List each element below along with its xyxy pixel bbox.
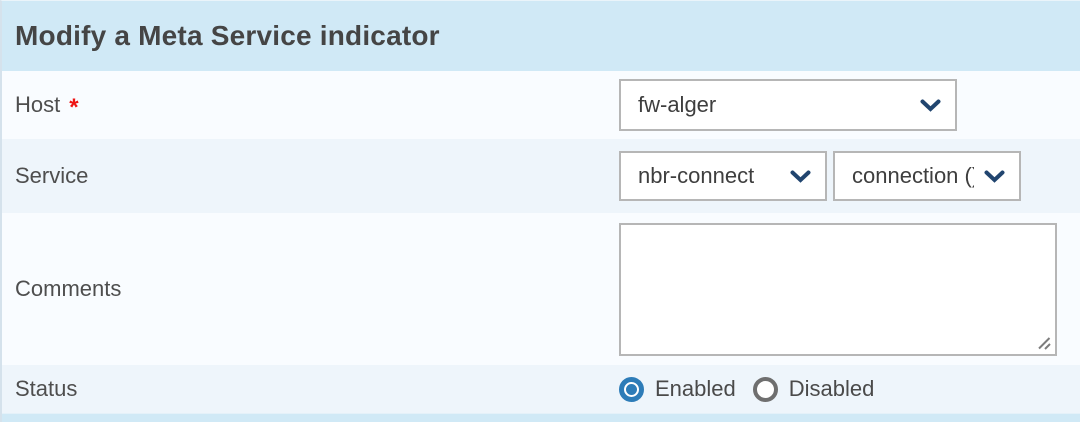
form-header: Modify a Meta Service indicator — [2, 1, 1080, 71]
resize-handle-icon[interactable] — [1036, 335, 1052, 351]
comments-row: Comments — [2, 213, 1080, 365]
comments-control-cell — [619, 222, 1080, 356]
service-indicator-select-value: connection () — [852, 163, 974, 188]
status-radio-disabled-label: Disabled — [788, 376, 875, 401]
radio-dot-icon — [626, 383, 637, 395]
comments-label: Comments — [15, 276, 122, 301]
service-label-cell: Service — [2, 163, 619, 189]
host-label-cell: Host * — [2, 92, 619, 121]
comments-label-cell: Comments — [2, 276, 619, 302]
service-label: Service — [15, 163, 89, 188]
radio-button-icon — [752, 376, 778, 402]
service-indicator-select[interactable]: connection () — [833, 151, 1021, 201]
service-row: Service nbr-connect connection () — [2, 139, 1080, 213]
status-radio-disabled[interactable]: Disabled — [752, 376, 875, 402]
service-control-cell: nbr-connect connection () — [619, 151, 1080, 201]
status-row: Status Enabled Disabled — [2, 365, 1080, 413]
status-label-cell: Status — [2, 376, 619, 402]
host-select[interactable]: fw-alger — [619, 79, 957, 131]
status-radio-group: Enabled Disabled — [619, 376, 874, 402]
next-section-header-bar — [2, 413, 1080, 422]
status-radio-enabled[interactable]: Enabled — [619, 376, 736, 402]
required-asterisk-icon: * — [69, 94, 79, 121]
status-label: Status — [15, 376, 78, 401]
host-control-cell: fw-alger — [619, 79, 1080, 131]
service-select[interactable]: nbr-connect — [619, 151, 827, 201]
host-select-value: fw-alger — [638, 92, 717, 117]
status-control-cell: Enabled Disabled — [619, 376, 1080, 402]
host-row: Host * fw-alger — [2, 71, 1080, 139]
status-radio-enabled-label: Enabled — [655, 376, 736, 401]
service-select-value: nbr-connect — [638, 163, 755, 188]
host-label: Host — [15, 92, 61, 117]
comments-textarea-wrap — [619, 222, 1057, 356]
radio-button-icon — [619, 376, 644, 402]
chevron-down-icon — [790, 170, 811, 183]
form-title: Modify a Meta Service indicator — [15, 20, 440, 51]
chevron-down-icon — [920, 99, 941, 112]
comments-textarea[interactable] — [619, 222, 1057, 356]
chevron-down-icon — [984, 170, 1005, 183]
